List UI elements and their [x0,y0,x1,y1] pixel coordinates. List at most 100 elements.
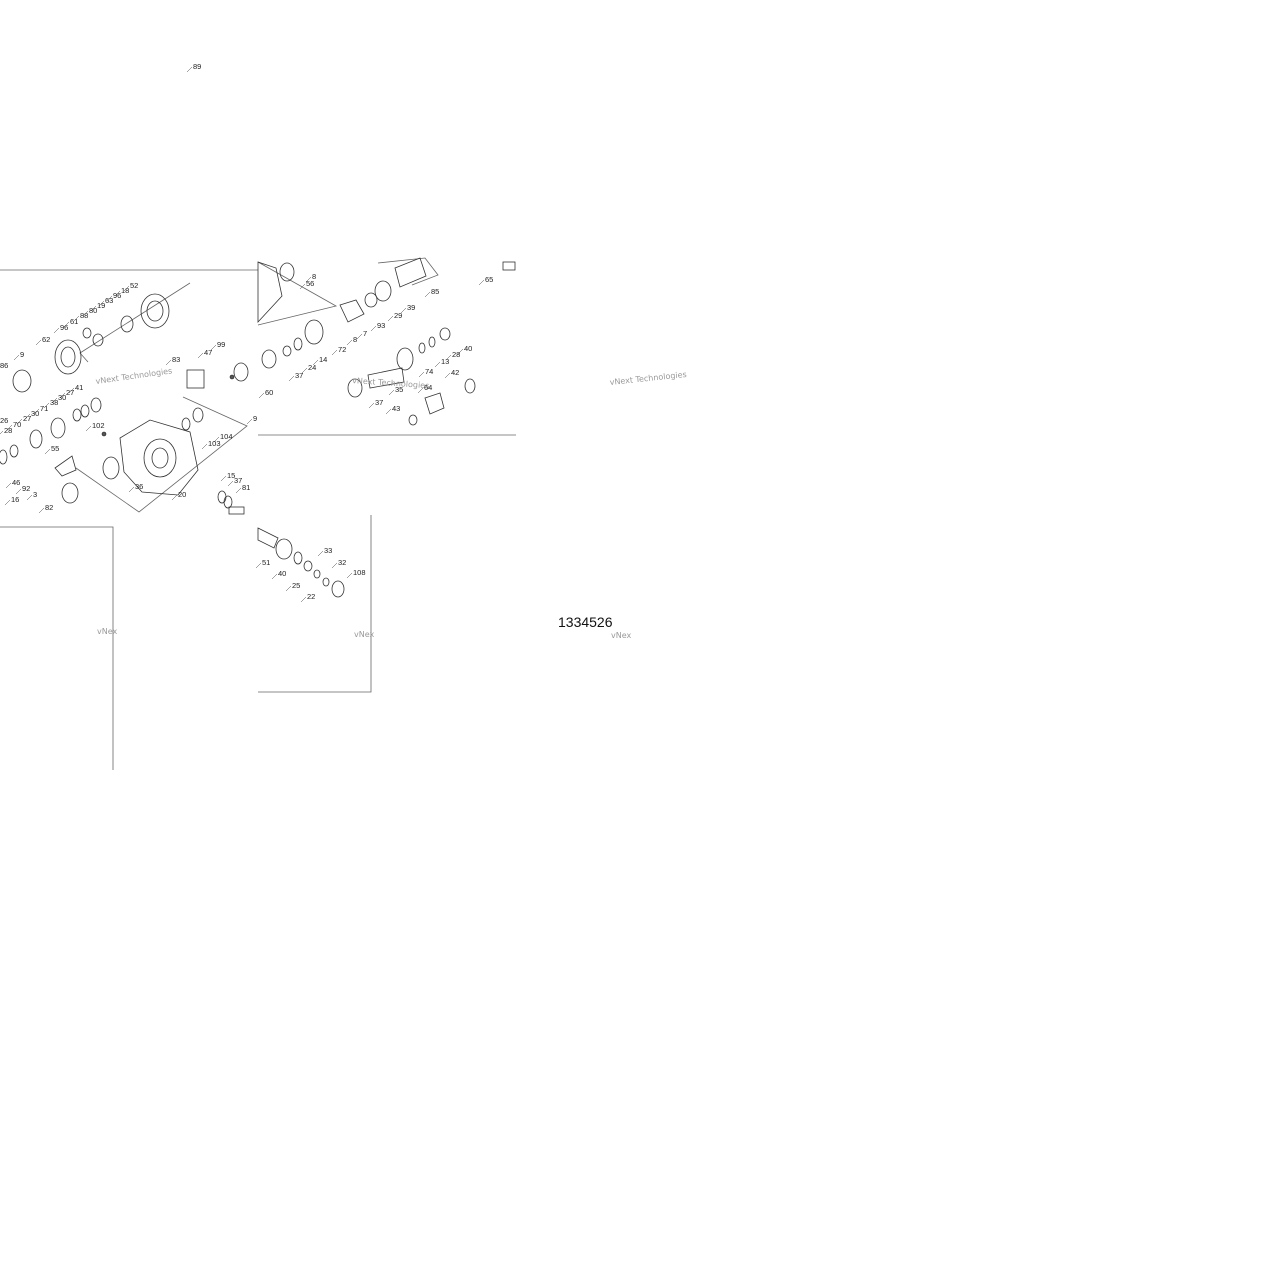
callout-30: 30 [58,393,66,402]
callout-9: 9 [253,414,257,423]
callout-leader-65 [478,279,485,286]
callout-35: 35 [395,385,403,394]
callout-leader-88 [73,315,80,322]
callout-19: 19 [97,301,105,310]
bracket-83-part [186,369,205,389]
bearing-36-part [102,456,120,480]
callout-99: 99 [217,340,225,349]
callout-27: 27 [66,388,74,397]
callout-9: 9 [20,350,24,359]
callout-leader-96 [53,327,60,334]
callout-leader-15 [220,475,227,482]
callout-leader-82 [38,507,45,514]
bearing-81-part [223,495,233,509]
callout-leader-35 [388,389,395,396]
callout-39: 39 [407,303,415,312]
washer-part [82,327,92,339]
callout-40: 40 [464,344,472,353]
washer-32-part [322,577,330,587]
callout-60: 60 [265,388,273,397]
parts-top-right [257,257,516,426]
callout-32: 32 [338,558,346,567]
callout-24: 24 [308,363,316,372]
callout-leader-72 [331,349,338,356]
callout-leader-71 [33,408,40,415]
callout-108: 108 [353,568,366,577]
cover-82-part [61,482,79,504]
shaft-35-part [367,367,405,389]
washer-24-part [282,345,292,357]
bracket-differential [79,282,191,363]
callout-leader-85 [424,291,431,298]
watermark-3: vNext Technologies [609,370,687,387]
callout-leader-36 [128,486,135,493]
sleeve-51-part [275,538,293,560]
callout-42: 42 [451,368,459,377]
callout-70: 70 [13,420,21,429]
callout-leader-46 [5,482,12,489]
housing-bore-inner-part [151,447,169,469]
callout-leader-70 [6,424,13,431]
callout-83: 83 [172,355,180,364]
ring-gear-part [54,339,82,375]
callout-leader-18 [114,290,121,297]
callout-labels: 8952189663198088619662986839947412730387… [0,62,493,603]
callout-leader-64 [417,387,424,394]
frame-bottom-left [0,526,114,770]
washer-14-part [293,337,303,351]
callout-leader-102 [85,425,92,432]
callout-104: 104 [220,432,233,441]
bearing-40b-part [293,551,303,565]
callout-leader-40 [271,573,278,580]
callout-15: 15 [227,471,235,480]
callout-93: 93 [377,321,385,330]
bearing-37-part [261,349,277,369]
callout-47: 47 [204,348,212,357]
watermark-short-2: vNex [354,630,375,639]
callout-leader-43 [385,408,392,415]
gear-70-part [29,429,43,449]
seal-103-part [181,417,191,431]
callout-80: 80 [89,306,97,315]
callout-36: 36 [135,482,143,491]
flange-108-part [331,580,345,598]
callout-leader-37 [227,480,234,487]
callout-leader-99 [210,344,217,351]
callout-37: 37 [295,371,303,380]
callout-leader-19 [90,305,97,312]
callout-7: 7 [363,329,367,338]
callout-40: 40 [278,569,286,578]
differential-case-part [140,293,170,329]
callout-28: 28 [452,350,460,359]
bearing-39-part [374,280,392,302]
callout-37: 37 [234,476,242,485]
callout-25: 25 [292,581,300,590]
watermark-2: vNext Technologies [352,376,430,390]
callout-96: 96 [60,323,68,332]
callout-leader-7 [356,333,363,340]
callout-102: 102 [92,421,105,430]
washer-13-part [418,342,426,354]
callout-96: 96 [113,291,121,300]
callout-41: 41 [75,383,83,392]
callout-33: 33 [324,546,332,555]
callout-89: 89 [193,62,201,71]
callout-leader-51 [255,562,262,569]
gear-small-part [120,315,134,333]
callout-85: 85 [431,287,439,296]
callout-leader-93 [370,325,377,332]
callout-86: 86 [0,361,8,370]
callout-leader-38 [43,402,50,409]
watermark-short-3: vNex [611,631,632,640]
callout-leader-56 [299,283,306,290]
shift-fork-55-part [54,455,77,477]
callout-leader-62 [35,339,42,346]
callout-leader-89 [186,66,193,73]
callout-13: 13 [441,357,449,366]
callout-leader-30 [51,397,58,404]
spacer-part [92,333,104,347]
differential-cover-part [146,300,164,322]
gearbox-housing-part [119,419,199,496]
callout-leader-3 [26,494,33,501]
housing-bore-part [143,438,177,478]
